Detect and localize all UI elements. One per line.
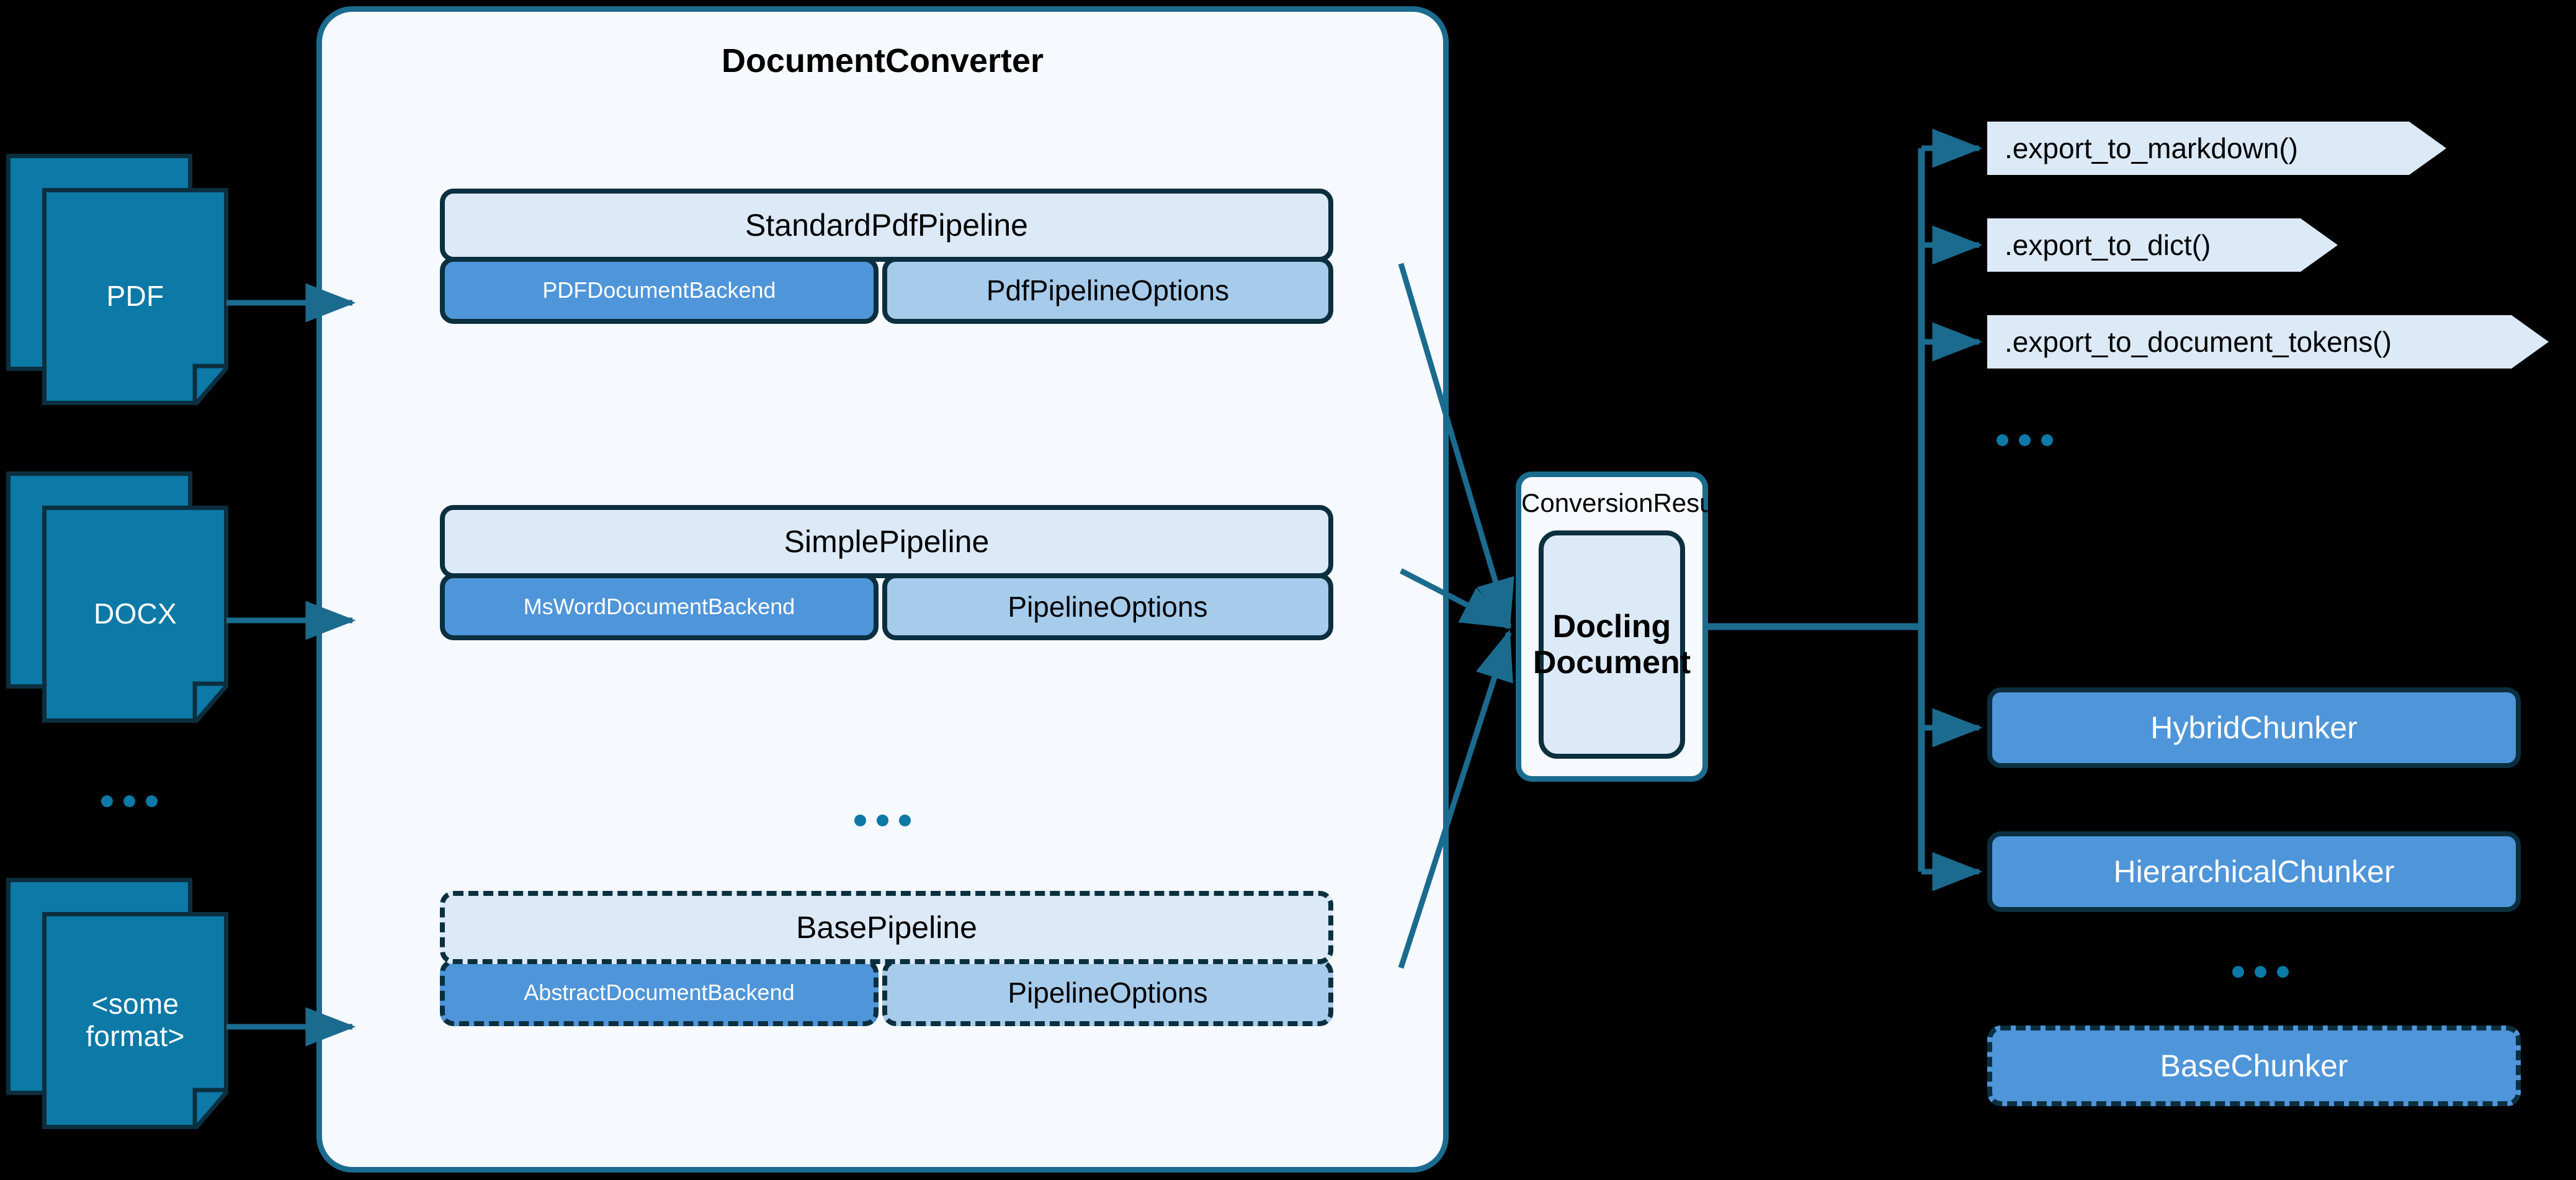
export-chevron-document-tokens[interactable]: .export_to_document_tokens() [1987, 315, 2549, 369]
pipeline-name: StandardPdfPipeline [440, 189, 1333, 262]
pipeline-components: PDFDocumentBackend PdfPipelineOptions [440, 257, 1333, 324]
chunkers-ellipsis [2232, 966, 2289, 978]
exports-ellipsis [1997, 434, 2053, 446]
ellipsis-dot [2255, 966, 2266, 978]
page-title: DocumentConverter [721, 42, 1044, 79]
document-front-page: DOCX [42, 506, 228, 723]
pipelines-ellipsis [316, 815, 1449, 826]
chunker-label: BaseChunker [2160, 1048, 2348, 1083]
ellipsis-dot [1997, 434, 2008, 446]
export-chevron-dict[interactable]: .export_to_dict() [1987, 218, 2338, 272]
docling-document-line2: Document [1532, 645, 1691, 681]
chunker-base[interactable]: BaseChunker [1987, 1026, 2521, 1106]
pipeline-name: SimplePipeline [440, 505, 1333, 578]
ellipsis-dot [2019, 434, 2031, 446]
ellipsis-dot [2277, 966, 2289, 978]
conversion-result-container: ConversionResult Docling Document [1516, 472, 1727, 782]
sources-ellipsis [101, 795, 158, 807]
ellipsis-dot [854, 815, 866, 826]
ellipsis-dot [2041, 434, 2053, 446]
pipeline-backend[interactable]: MsWordDocumentBackend [440, 573, 879, 640]
document-converter-container: DocumentConverter StandardPdfPipeline PD… [316, 6, 1449, 1173]
source-label-other-line1: <some [91, 988, 179, 1021]
pipeline-options[interactable]: PipelineOptions [882, 573, 1333, 640]
export-label: .export_to_markdown() [2005, 132, 2298, 164]
export-label: .export_to_dict() [2005, 229, 2211, 261]
ellipsis-dot [877, 815, 888, 826]
ellipsis-dot [123, 795, 135, 807]
document-front-page: <some format> [42, 912, 228, 1129]
chunker-label: HierarchicalChunker [2113, 854, 2395, 889]
source-label-other-line2: format> [86, 1020, 185, 1052]
pipeline-options[interactable]: PipelineOptions [882, 959, 1333, 1026]
source-label-other: <some format> [79, 988, 190, 1052]
source-label-docx: DOCX [93, 597, 177, 630]
pipeline-simple[interactable]: SimplePipeline MsWordDocumentBackend Pip… [440, 505, 1333, 640]
pipeline-options[interactable]: PdfPipelineOptions [882, 257, 1333, 324]
export-chevron-markdown[interactable]: .export_to_markdown() [1987, 122, 2446, 175]
pipeline-backend[interactable]: PDFDocumentBackend [440, 257, 879, 324]
pipeline-backend[interactable]: AbstractDocumentBackend [440, 959, 879, 1026]
document-front-page: PDF [42, 188, 228, 405]
pipeline-name: BasePipeline [440, 891, 1333, 964]
ellipsis-dot [2232, 966, 2244, 978]
conversion-result-title: ConversionResult [1521, 488, 1727, 517]
source-label-pdf: PDF [106, 280, 164, 313]
ellipsis-dot [146, 795, 158, 807]
chunker-hybrid[interactable]: HybridChunker [1987, 687, 2521, 768]
pipeline-components: MsWordDocumentBackend PipelineOptions [440, 573, 1333, 640]
chunker-label: HybridChunker [2150, 710, 2358, 745]
pipeline-base[interactable]: BasePipeline AbstractDocumentBackend Pip… [440, 891, 1333, 1026]
export-label: .export_to_document_tokens() [2005, 326, 2392, 358]
pipeline-standard-pdf[interactable]: StandardPdfPipeline PDFDocumentBackend P… [440, 189, 1333, 324]
docling-document-line1: Docling [1552, 608, 1671, 645]
ellipsis-dot [101, 795, 113, 807]
ellipsis-dot [899, 815, 911, 826]
docling-document-box[interactable]: Docling Document [1533, 530, 1691, 759]
docling-document-label: Docling Document [1533, 609, 1691, 681]
chunker-hierarchical[interactable]: HierarchicalChunker [1987, 831, 2521, 912]
pipeline-components: AbstractDocumentBackend PipelineOptions [440, 959, 1333, 1026]
